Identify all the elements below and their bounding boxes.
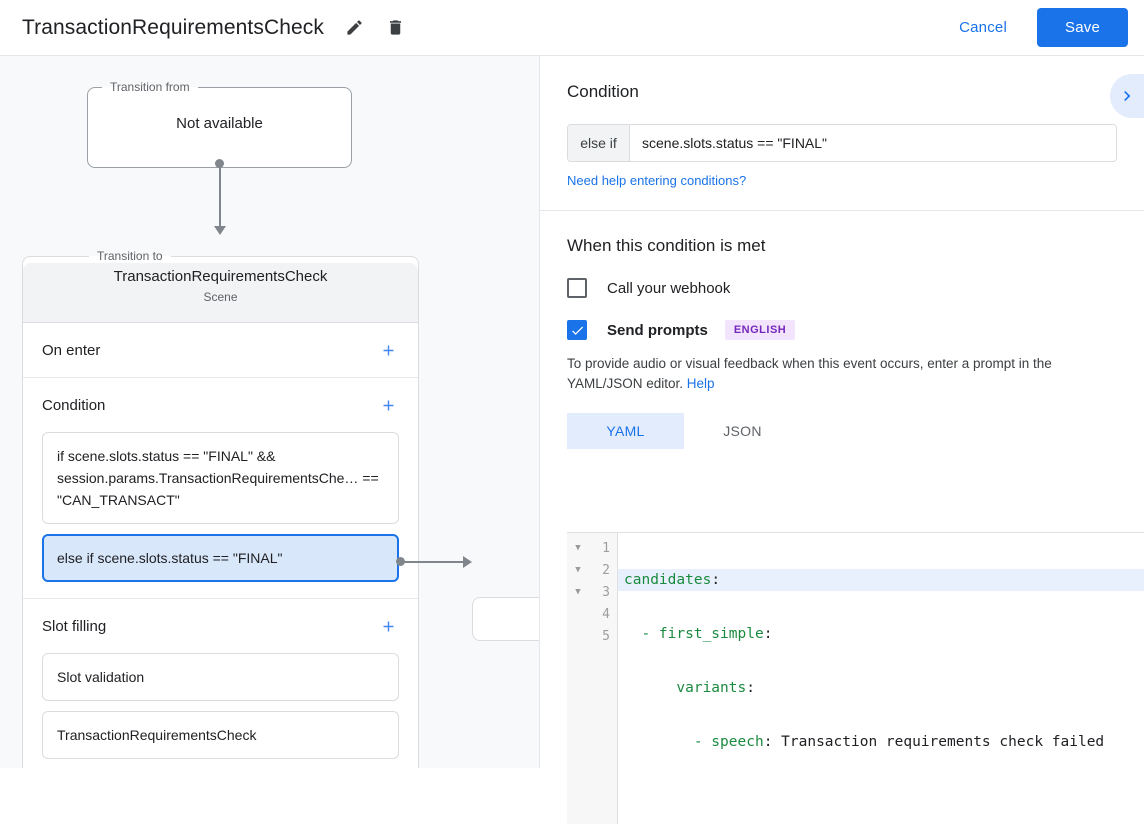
condition-editor-row: else if: [567, 124, 1117, 162]
add-slot-filling-button[interactable]: [377, 615, 399, 637]
code-line: variants:: [618, 677, 1144, 699]
connector-arrowhead-condition: [463, 556, 472, 568]
transition-from-legend: Transition from: [110, 80, 190, 94]
call-webhook-checkbox[interactable]: [567, 278, 587, 298]
code-punct: :: [763, 626, 773, 642]
editor-code-area[interactable]: candidates: - first_simple: variants: - …: [618, 533, 1144, 824]
code-punct: :: [746, 680, 755, 696]
yaml-code-editor[interactable]: ▼1 ▼2 ▼3 4 5 candidates: - first_simple:…: [567, 532, 1144, 824]
connector-line: [219, 163, 221, 228]
top-app-bar: TransactionRequirementsCheck Cancel Save: [0, 0, 1144, 56]
connector-line-condition: [401, 561, 469, 563]
tab-yaml[interactable]: YAML: [567, 413, 684, 449]
fold-toggle-icon[interactable]: ▼: [575, 543, 581, 553]
code-line: - first_simple:: [618, 623, 1144, 645]
panel-title: Condition: [567, 82, 639, 101]
code-line: [618, 785, 1144, 807]
condition-item-selected[interactable]: else if scene.slots.status == "FINAL": [42, 534, 399, 582]
code-line: candidates:: [618, 569, 1144, 591]
connector-arrowhead: [214, 226, 226, 235]
when-condition-met-heading: When this condition is met: [567, 236, 766, 255]
code-punct: :: [763, 734, 773, 750]
line-number: 4: [602, 606, 610, 622]
code-indent: [624, 734, 694, 750]
section-title-slot-filling: Slot filling: [42, 617, 107, 635]
scene-name: TransactionRequirementsCheck: [113, 268, 328, 285]
webhook-row[interactable]: Call your webhook: [567, 278, 1117, 298]
gutter-row: 4: [567, 603, 617, 625]
section-title-on-enter: On enter: [42, 341, 101, 359]
trash-icon[interactable]: [381, 14, 409, 42]
section-condition: Condition if scene.slots.status == "FINA…: [23, 378, 418, 599]
fold-toggle-icon[interactable]: ▼: [575, 565, 581, 575]
code-indent: [624, 626, 641, 642]
chevron-right-icon[interactable]: [1110, 74, 1144, 118]
gutter-row: ▼1: [567, 537, 617, 559]
gutter-row: ▼2: [567, 559, 617, 581]
transition-from-card: Transition from Not available: [87, 80, 352, 168]
add-condition-button[interactable]: [377, 394, 399, 416]
slot-filling-item[interactable]: TransactionRequirementsCheck: [42, 711, 399, 759]
prompt-hint-body: To provide audio or visual feedback when…: [567, 356, 1052, 391]
editor-gutter: ▼1 ▼2 ▼3 4 5: [567, 533, 618, 824]
condition-item[interactable]: if scene.slots.status == "FINAL" && sess…: [42, 432, 399, 524]
condition-prefix: else if: [568, 125, 630, 161]
cancel-button[interactable]: Cancel: [945, 11, 1021, 44]
code-key: - first_simple: [641, 626, 764, 642]
pencil-icon[interactable]: [340, 14, 368, 42]
save-button[interactable]: Save: [1037, 8, 1128, 47]
scene-card: Transition to TransactionRequirementsChe…: [22, 249, 419, 768]
connector-dot-condition: [396, 557, 405, 566]
section-slot-filling: Slot filling Slot validation Transaction…: [23, 599, 418, 768]
line-number: 1: [602, 540, 610, 556]
call-webhook-label: Call your webhook: [607, 279, 731, 297]
code-line: - speech: Transaction requirements check…: [618, 731, 1144, 753]
topbar-actions: Cancel Save: [945, 8, 1144, 47]
scene-type: Scene: [203, 290, 238, 304]
scene-graph-canvas[interactable]: Transition from Not available Transition…: [0, 56, 540, 768]
panel-divider: [540, 210, 1144, 211]
editor-format-tabs: YAML JSON: [567, 413, 1117, 449]
prompt-help-link[interactable]: Help: [686, 376, 715, 391]
section-title-condition: Condition: [42, 396, 106, 414]
scene-header[interactable]: TransactionRequirementsCheck Scene: [23, 263, 418, 323]
next-node-card[interactable]: [472, 597, 539, 641]
slot-filling-item[interactable]: Slot validation: [42, 653, 399, 701]
line-number: 2: [602, 562, 610, 578]
gutter-row: ▼3: [567, 581, 617, 603]
transition-to-legend: Transition to: [97, 249, 163, 263]
line-number: 5: [602, 628, 610, 644]
add-on-enter-button[interactable]: [377, 339, 399, 361]
section-on-enter: On enter: [23, 323, 418, 378]
send-prompts-checkbox[interactable]: [567, 320, 587, 340]
code-value: Transaction requirements check failed: [772, 734, 1105, 750]
transition-from-value: Not available: [176, 115, 263, 132]
language-badge: ENGLISH: [724, 320, 796, 340]
send-prompts-label: Send prompts: [607, 321, 708, 339]
send-prompts-row[interactable]: Send prompts ENGLISH: [567, 320, 1117, 340]
code-key: - speech: [693, 734, 764, 750]
fold-toggle-icon[interactable]: ▼: [575, 587, 581, 597]
code-punct: :: [711, 572, 721, 588]
gutter-row: 5: [567, 625, 617, 647]
condition-input[interactable]: [630, 125, 1116, 161]
line-number: 3: [602, 584, 610, 600]
condition-help-link[interactable]: Need help entering conditions?: [567, 173, 747, 188]
page-title: TransactionRequirementsCheck: [22, 15, 324, 39]
prompt-hint-text: To provide audio or visual feedback when…: [567, 354, 1117, 394]
code-key: candidates: [624, 572, 712, 588]
tab-json[interactable]: JSON: [684, 413, 801, 449]
code-key: variants: [676, 680, 747, 696]
code-indent: [624, 680, 676, 696]
